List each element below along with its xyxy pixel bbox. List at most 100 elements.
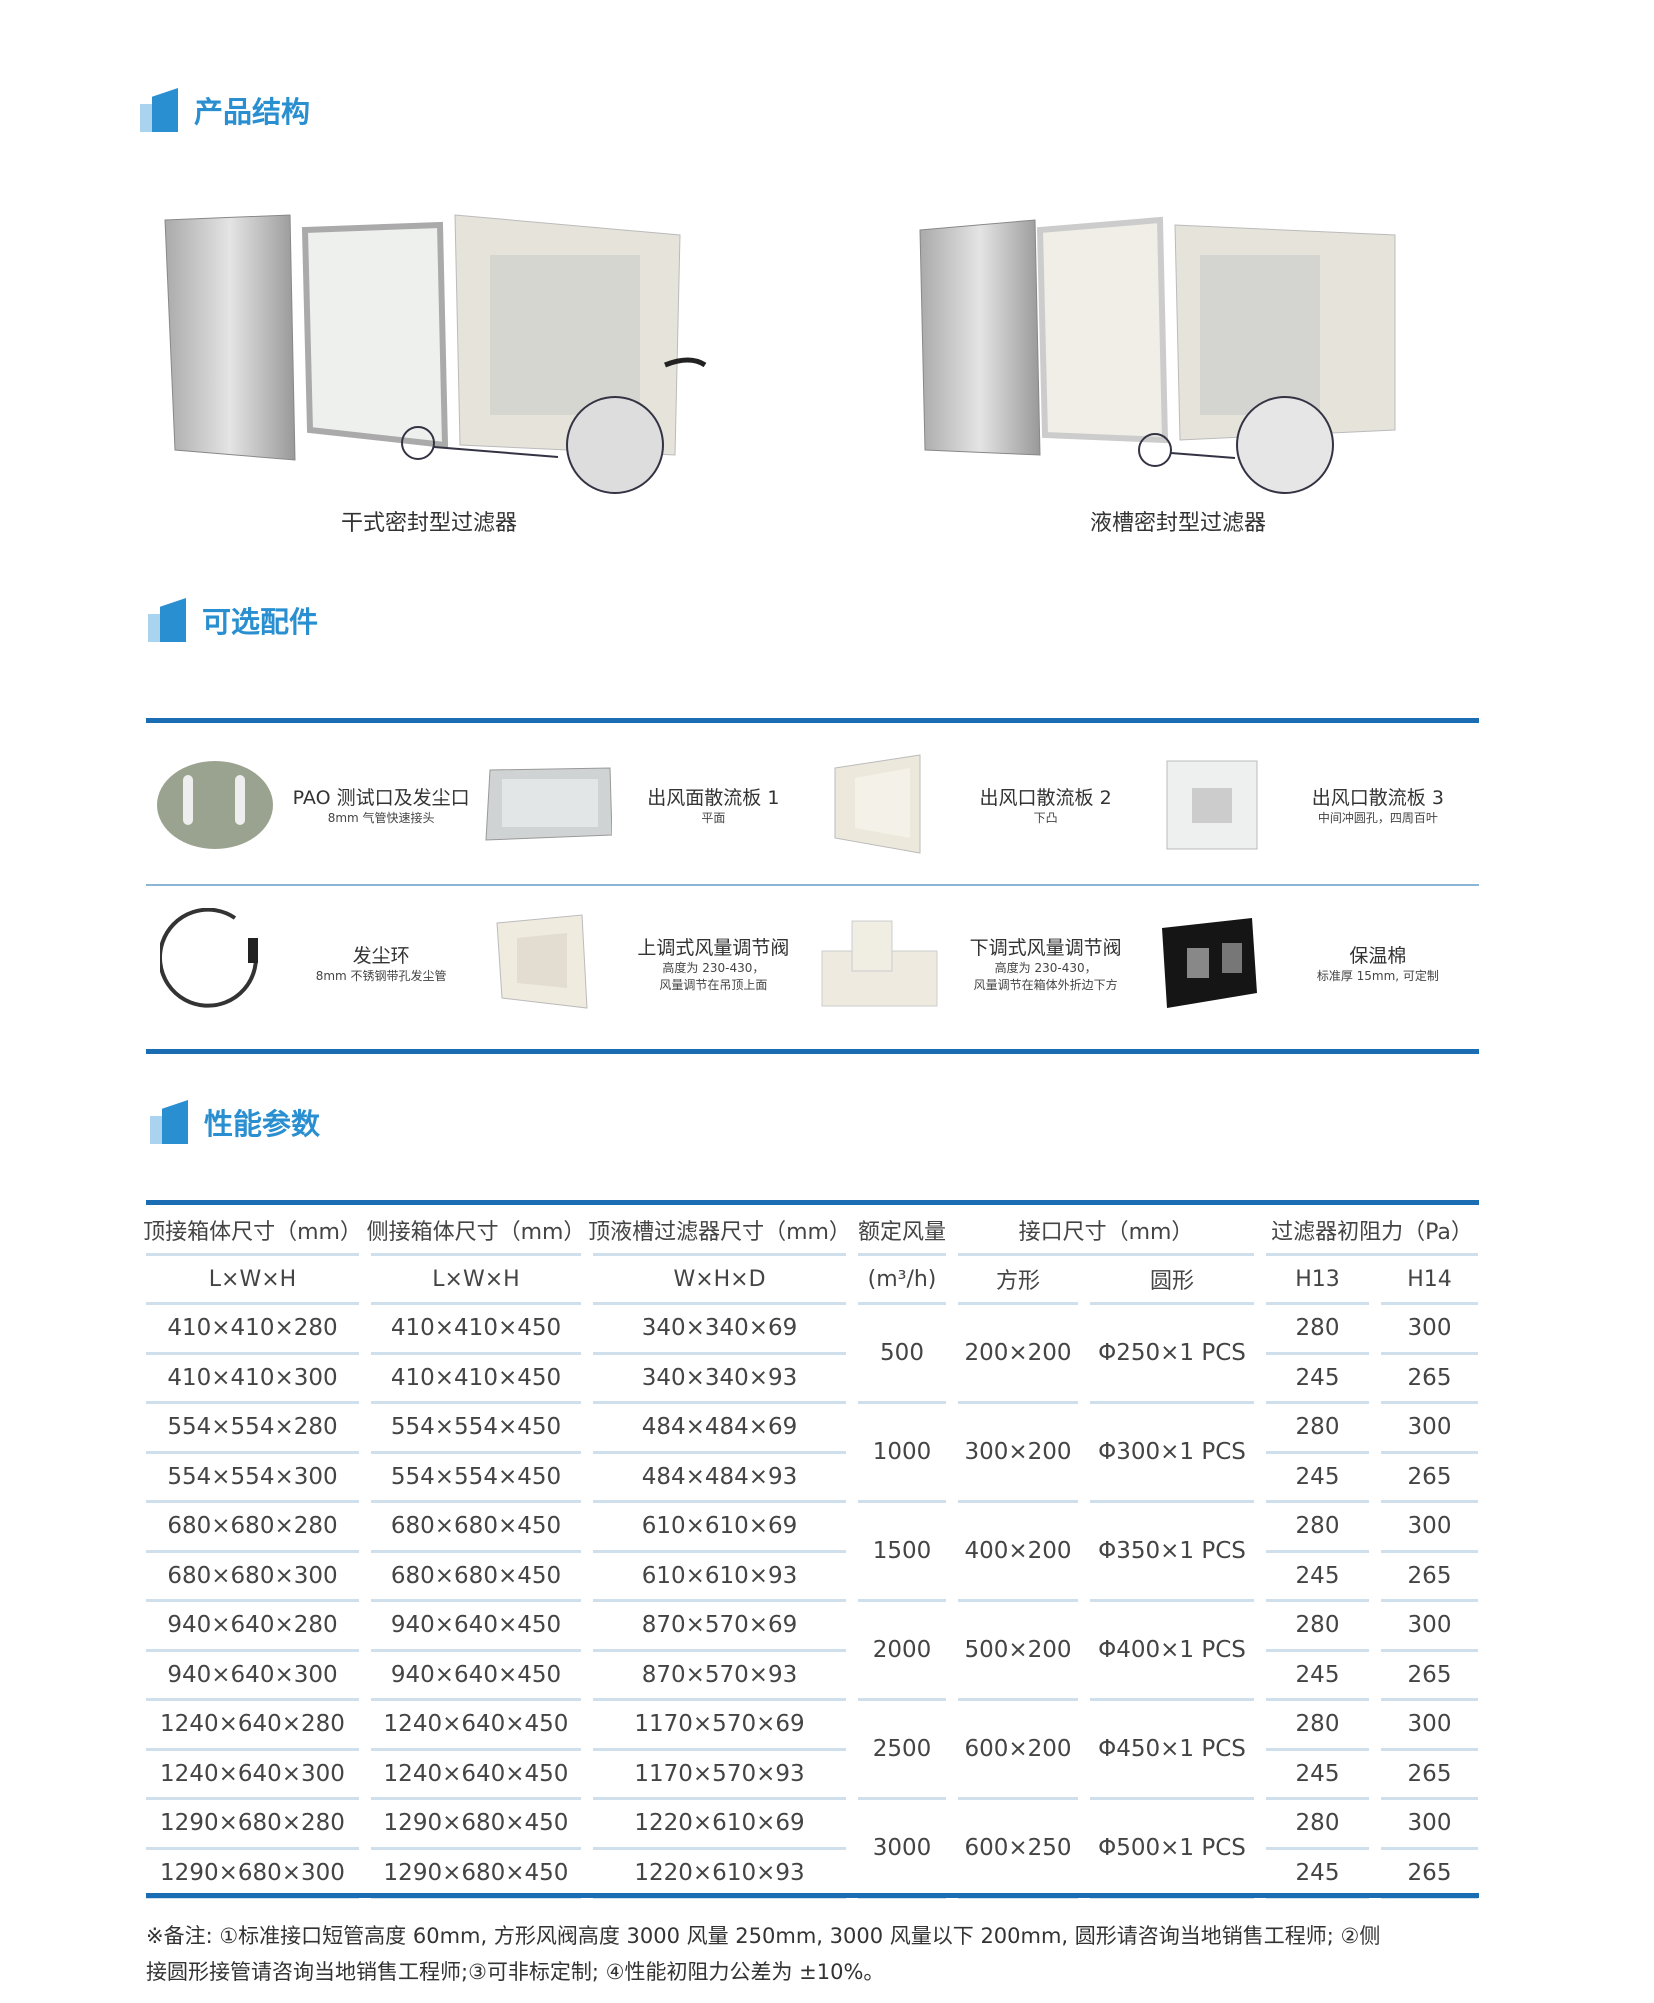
- table-cell: 280: [1266, 1503, 1369, 1553]
- product-caption: 液槽密封型过滤器: [1089, 511, 1267, 536]
- accessory-label: 发尘环: [352, 945, 410, 967]
- table-cell: 500: [858, 1305, 946, 1404]
- table-cell: 245: [1266, 1652, 1369, 1701]
- table-cell: 245: [1266, 1355, 1369, 1404]
- table-top-rule: [146, 1200, 1479, 1205]
- table-cell: 1290×680×300: [146, 1850, 359, 1899]
- accessory-image: [150, 908, 280, 1018]
- accessory-item: 下调式风量调节阀高度为 230-430， 风量调节在箱体外折边下方: [815, 898, 1147, 1028]
- table-cell: 940×640×450: [371, 1602, 581, 1652]
- table-cell: 1290×680×450: [371, 1850, 581, 1899]
- table-cell: 1290×680×280: [146, 1800, 359, 1850]
- table-header-cell: 接口尺寸（mm）: [958, 1207, 1254, 1256]
- table-cell: 410×410×450: [371, 1305, 581, 1355]
- table-cell: 2000: [858, 1602, 946, 1701]
- accessory-label: 出风口散流板 2: [979, 787, 1112, 809]
- table-cell: 680×680×280: [146, 1503, 359, 1553]
- accessory-image: [150, 750, 280, 860]
- table-header-cell: (m³/h): [858, 1256, 946, 1305]
- table-cell: 554×554×280: [146, 1404, 359, 1454]
- table-cell: 300×200: [958, 1404, 1078, 1503]
- table-cell: 1000: [858, 1404, 946, 1503]
- table-cell: 200×200: [958, 1305, 1078, 1404]
- table-header-cell: 过滤器初阻力（Pa）: [1266, 1207, 1478, 1256]
- table-cell: 300: [1381, 1800, 1478, 1850]
- table-header-cell: 额定风量: [858, 1207, 946, 1256]
- accessory-image: [1147, 908, 1277, 1018]
- table-cell: 680×680×450: [371, 1503, 581, 1553]
- accessory-label: PAO 测试口及发尘口: [292, 787, 470, 809]
- table-header-cell: W×H×D: [593, 1256, 846, 1305]
- table-cell: 600×250: [958, 1800, 1078, 1899]
- table-cell: 265: [1381, 1652, 1478, 1701]
- table-header-cell: H14: [1381, 1256, 1478, 1305]
- table-cell: 300: [1381, 1701, 1478, 1751]
- accessory-item: 上调式风量调节阀高度为 230-430， 风量调节在吊顶上面: [482, 898, 814, 1028]
- table-cell: 1220×610×69: [593, 1800, 846, 1850]
- table-cell: 940×640×300: [146, 1652, 359, 1701]
- accessory-description: 高度为 230-430， 风量调节在箱体外折边下方: [973, 960, 1118, 992]
- accessory-label: 下调式风量调节阀: [969, 936, 1122, 959]
- table-cell: 870×570×93: [593, 1652, 846, 1701]
- table-cell: 265: [1381, 1850, 1478, 1899]
- table-cell: Φ250×1 PCS: [1090, 1305, 1254, 1404]
- table-cell: 680×680×300: [146, 1553, 359, 1602]
- table-cell: Φ300×1 PCS: [1090, 1404, 1254, 1503]
- table-header-cell: L×W×H: [146, 1256, 359, 1305]
- accessory-label: 出风口散流板 3: [1311, 787, 1444, 809]
- table-header-cell: L×W×H: [371, 1256, 581, 1305]
- table-cell: 610×610×69: [593, 1503, 846, 1553]
- accessory-label: 出风面散流板 1: [647, 787, 780, 809]
- table-cell: 300: [1381, 1305, 1478, 1355]
- table-cell: 554×554×300: [146, 1454, 359, 1503]
- dry-seal-filter-image: [164, 214, 707, 494]
- liquid-seal-filter-image: [919, 216, 1396, 494]
- divider: [146, 884, 1479, 886]
- table-cell: 1290×680×450: [371, 1800, 581, 1850]
- table-cell: 280: [1266, 1800, 1369, 1850]
- table-cell: 1240×640×300: [146, 1751, 359, 1800]
- section-title-performance: 性能参数: [150, 1100, 320, 1144]
- section-title-structure: 产品结构: [140, 88, 310, 132]
- accessory-image: [482, 750, 613, 860]
- table-cell: 1240×640×280: [146, 1701, 359, 1751]
- table-cell: 940×640×280: [146, 1602, 359, 1652]
- table-cell: 245: [1266, 1454, 1369, 1503]
- table-cell: 300: [1381, 1404, 1478, 1454]
- accessory-description: 8mm 气管快速接头: [327, 811, 435, 825]
- table-cell: 484×484×69: [593, 1404, 846, 1454]
- table-cell: 554×554×450: [371, 1404, 581, 1454]
- accessory-label: 上调式风量调节阀: [637, 936, 790, 959]
- product-caption: 干式密封型过滤器: [340, 511, 518, 536]
- table-cell: 300: [1381, 1503, 1478, 1553]
- table-header-cell: 顶接箱体尺寸（mm）: [143, 1207, 362, 1256]
- section-title-accessories: 可选配件: [148, 598, 318, 642]
- table-cell: 280: [1266, 1305, 1369, 1355]
- table-cell: 1220×610×93: [593, 1850, 846, 1899]
- section-bars-icon: [140, 88, 180, 132]
- table-header-cell: 顶液槽过滤器尺寸（mm）: [588, 1207, 851, 1256]
- table-cell: 245: [1266, 1850, 1369, 1899]
- table-cell: Φ400×1 PCS: [1090, 1602, 1254, 1701]
- accessory-item: PAO 测试口及发尘口 8mm 气管快速接头: [150, 740, 482, 870]
- divider: [146, 718, 1479, 723]
- table-cell: 265: [1381, 1355, 1478, 1404]
- table-header-cell: 圆形: [1090, 1256, 1254, 1305]
- accessory-description: 高度为 230-430， 风量调节在吊顶上面: [659, 960, 768, 992]
- table-cell: 410×410×280: [146, 1305, 359, 1355]
- accessory-image: [482, 908, 612, 1018]
- table-cell: 340×340×69: [593, 1305, 846, 1355]
- accessory-image: [815, 908, 945, 1018]
- table-cell: 3000: [858, 1800, 946, 1899]
- table-cell: Φ450×1 PCS: [1090, 1701, 1254, 1800]
- table-cell: 280: [1266, 1602, 1369, 1652]
- table-cell: 500×200: [958, 1602, 1078, 1701]
- accessory-label: 保温棉: [1349, 945, 1407, 967]
- table-header-cell: 方形: [958, 1256, 1078, 1305]
- table-cell: 1240×640×450: [371, 1751, 581, 1800]
- table-bottom-rule: [146, 1893, 1479, 1898]
- table-cell: 280: [1266, 1701, 1369, 1751]
- table-cell: 265: [1381, 1751, 1478, 1800]
